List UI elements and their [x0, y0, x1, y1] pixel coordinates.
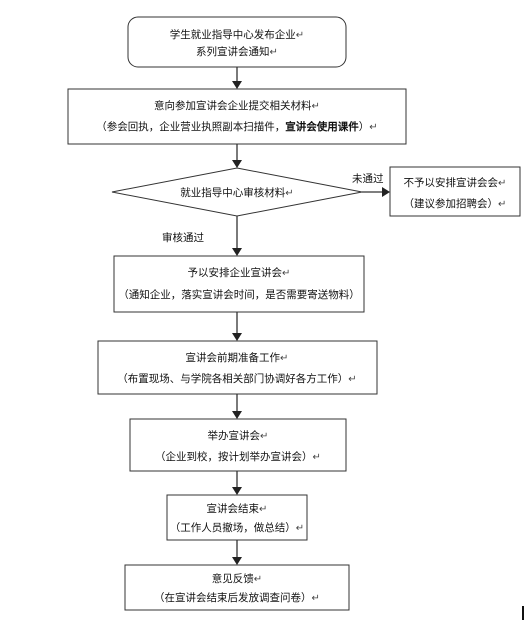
paragraph-mark: ↵	[498, 199, 506, 210]
node-finish: 宣讲会结束↵ （工作人员撤场，做总结）↵	[166, 494, 308, 541]
node-arrange-line1: 予以安排企业宣讲会	[188, 266, 283, 279]
node-notice-line1: 学生就业指导中心发布企业	[170, 28, 296, 41]
edge-prepare-to-hold	[232, 394, 242, 419]
node-arrange: 予以安排企业宣讲会↵ （通知企业，落实宣讲会时间，是否需要寄送物料）	[113, 255, 365, 313]
svg-text:宣讲会结束↵: 宣讲会结束↵	[207, 502, 268, 515]
node-feedback-line1: 意见反馈	[212, 572, 254, 585]
node-feedback-line2: （在宣讲会结束后发放调查问卷）	[154, 591, 312, 604]
edge-finish-to-feedback	[232, 540, 242, 565]
node-submit-materials: 意向参加宣讲会企业提交相关材料↵ （参会回执，企业营业执照副本扫描件，宣讲会使用…	[67, 88, 407, 145]
svg-text:不予以安排宣讲会会↵: 不予以安排宣讲会会↵	[404, 176, 507, 189]
svg-text:予以安排企业宣讲会↵: 予以安排企业宣讲会↵	[188, 266, 291, 279]
edge-notice-to-submit	[232, 67, 242, 89]
edge-review-to-arrange: 审核通过	[162, 216, 242, 256]
svg-text:（工作人员撤场，做总结）↵: （工作人员撤场，做总结）↵	[170, 521, 304, 534]
svg-text:（企业到校，按计划举办宣讲会）↵: （企业到校，按计划举办宣讲会）↵	[155, 450, 321, 463]
edge-hold-to-finish	[232, 471, 242, 495]
paragraph-mark: ↵	[280, 353, 288, 364]
paragraph-mark: ↵	[296, 30, 304, 41]
node-hold: 举办宣讲会↵ （企业到校，按计划举办宣讲会）↵	[129, 418, 347, 472]
node-hold-line2: （企业到校，按计划举办宣讲会）	[155, 450, 313, 463]
paragraph-mark: ↵	[259, 504, 267, 515]
paragraph-mark: ↵	[260, 431, 268, 442]
svg-text:（参会回执，企业营业执照副本扫描件，宣讲会使用课件）↵: （参会回执，企业营业执照副本扫描件，宣讲会使用课件）↵	[96, 120, 377, 133]
svg-text:宣讲会前期准备工作↵: 宣讲会前期准备工作↵	[186, 351, 289, 364]
paragraph-mark: ↵	[369, 122, 377, 133]
svg-text:就业指导中心审核材料↵: 就业指导中心审核材料↵	[180, 186, 293, 199]
paragraph-mark: ↵	[348, 374, 356, 385]
edge-review-to-reject: 未通过	[352, 172, 390, 197]
node-finish-line1: 宣讲会结束	[207, 502, 260, 515]
edge-arrange-to-prepare	[232, 312, 242, 341]
svg-text:系列宣讲会通知↵: 系列宣讲会通知↵	[196, 45, 278, 58]
edge-fail-label: 未通过	[352, 172, 384, 185]
node-prepare: 宣讲会前期准备工作↵ （布置现场、与学院各相关部门协调好各方工作）↵	[97, 340, 378, 395]
node-finish-line2: （工作人员撤场，做总结）	[170, 521, 296, 534]
svg-text:（建议参加招聘会）↵: （建议参加招聘会）↵	[404, 197, 507, 210]
paragraph-mark: ↵	[312, 593, 320, 604]
svg-text:学生就业指导中心发布企业↵: 学生就业指导中心发布企业↵	[170, 28, 304, 41]
paragraph-mark: ↵	[313, 452, 321, 463]
paragraph-mark: ↵	[498, 178, 506, 189]
paragraph-mark: ↵	[312, 101, 320, 112]
node-review: 就业指导中心审核材料↵	[111, 167, 363, 217]
svg-text:举办宣讲会↵: 举办宣讲会↵	[208, 429, 269, 442]
node-submit-line2-suffix: ）	[359, 121, 370, 133]
svg-text:意向参加宣讲会企业提交相关材料↵: 意向参加宣讲会企业提交相关材料↵	[154, 99, 320, 112]
node-notice: 学生就业指导中心发布企业↵ 系列宣讲会通知↵	[127, 16, 347, 68]
node-notice-line2: 系列宣讲会通知	[196, 45, 270, 58]
paragraph-mark: ↵	[296, 523, 304, 534]
node-submit-line2-bold: 宣讲会使用课件	[285, 120, 359, 133]
node-feedback: 意见反馈↵ （在宣讲会结束后发放调查问卷）↵	[124, 564, 350, 611]
paragraph-mark: ↵	[285, 188, 293, 199]
text-cursor	[522, 606, 524, 620]
svg-text:（通知企业，落实宣讲会时间，是否需要寄送物料）: （通知企业，落实宣讲会时间，是否需要寄送物料）	[118, 288, 360, 301]
edge-pass-label: 审核通过	[162, 231, 204, 244]
node-submit-line1: 意向参加宣讲会企业提交相关材料	[154, 99, 312, 112]
node-review-label: 就业指导中心审核材料	[180, 186, 285, 199]
paragraph-mark: ↵	[282, 268, 290, 279]
node-reject: 不予以安排宣讲会会↵ （建议参加招聘会）↵	[389, 166, 521, 217]
paragraph-mark: ↵	[254, 574, 262, 585]
svg-text:（在宣讲会结束后发放调查问卷）↵: （在宣讲会结束后发放调查问卷）↵	[154, 591, 320, 604]
paragraph-mark: ↵	[270, 47, 278, 58]
svg-text:（布置现场、与学院各相关部门协调好各方工作）↵: （布置现场、与学院各相关部门协调好各方工作）↵	[117, 372, 356, 385]
svg-text:审核通过: 审核通过	[162, 231, 204, 244]
node-arrange-line2: （通知企业，落实宣讲会时间，是否需要寄送物料）	[118, 288, 360, 301]
node-prepare-line1: 宣讲会前期准备工作	[186, 351, 281, 364]
node-submit-line2-prefix: （参会回执，企业营业执照副本扫描件，	[96, 120, 285, 133]
edge-submit-to-review	[232, 144, 242, 168]
svg-text:未通过: 未通过	[352, 172, 384, 185]
node-prepare-line2: （布置现场、与学院各相关部门协调好各方工作）	[117, 372, 348, 385]
node-hold-line1: 举办宣讲会	[208, 429, 261, 442]
node-reject-line2: （建议参加招聘会）	[404, 197, 499, 210]
node-reject-line1: 不予以安排宣讲会会	[404, 176, 499, 189]
svg-text:意见反馈↵: 意见反馈↵	[212, 572, 262, 585]
